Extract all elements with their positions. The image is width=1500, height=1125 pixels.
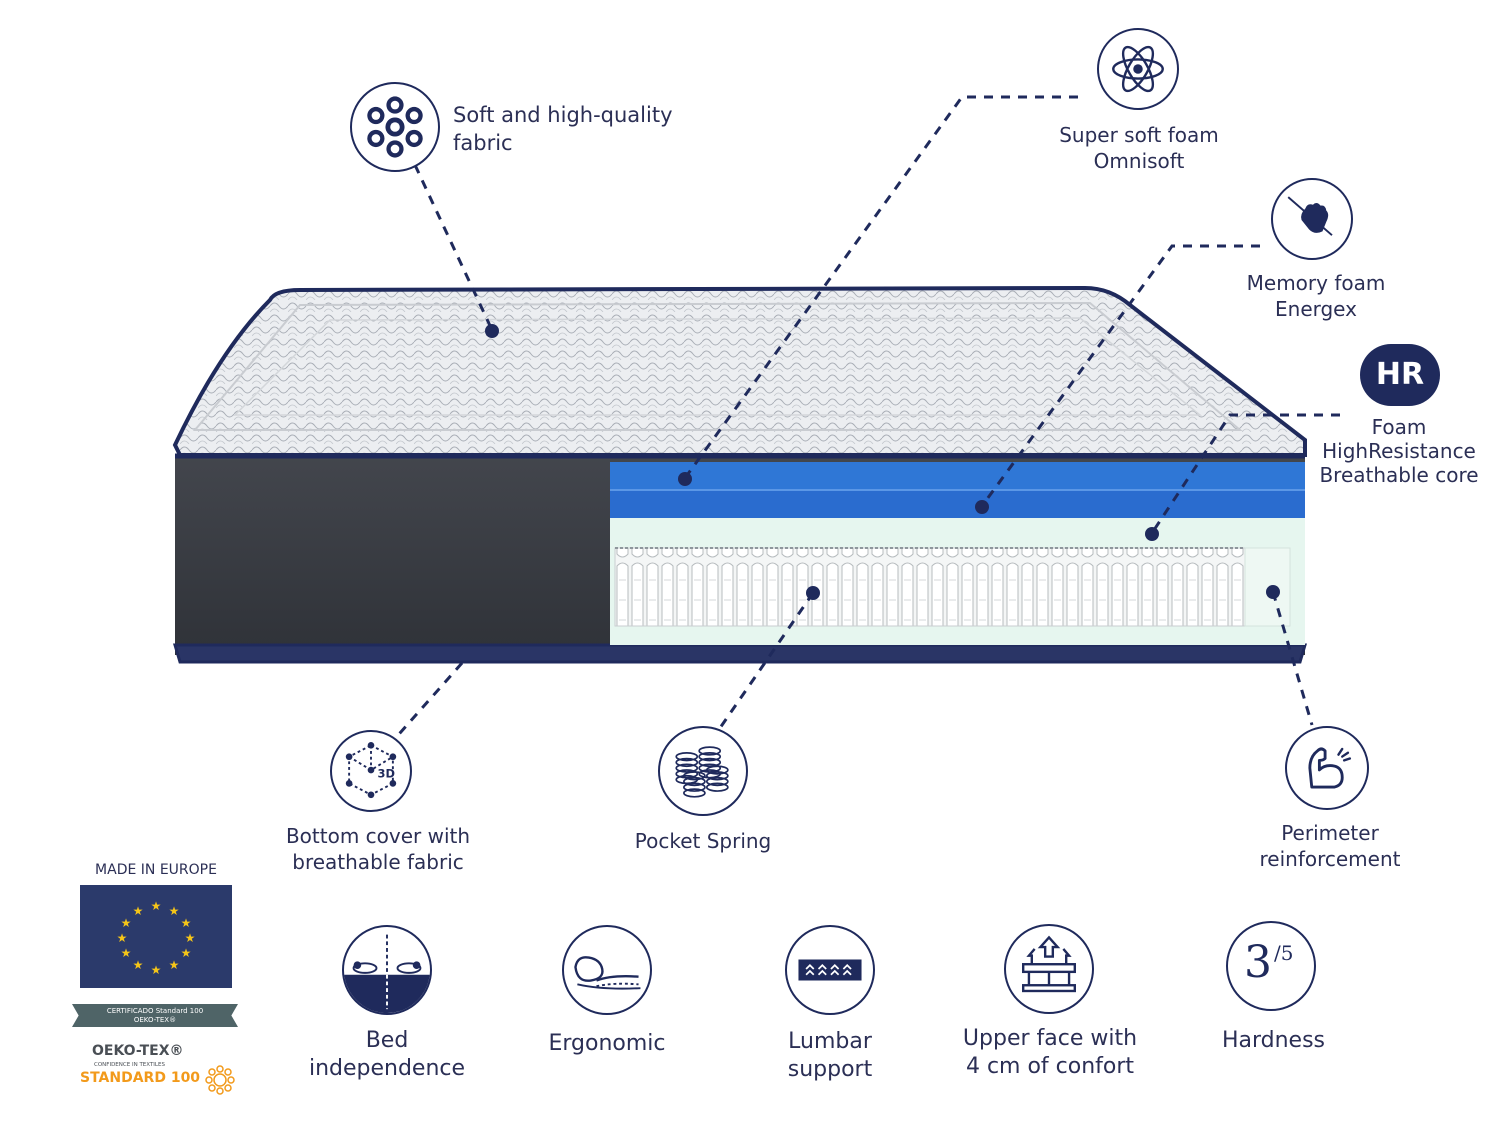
svg-text:★: ★ [151,899,162,913]
cube-3d-text: 3D [378,767,395,781]
springs-icon [658,726,748,816]
made-in-europe-label: MADE IN EUROPE [95,862,217,878]
ribbon-line-1: CERTIFICADO Standard 100 [106,1007,204,1015]
oeko-tex-title: OEKO-TEX® [92,1043,184,1059]
oeko-tex-sub: CONFIDENCE IN TEXTILES [94,1062,165,1068]
upper-face-icon [1004,924,1094,1014]
feature-label-fabric: Soft and high-quality fabric [453,103,673,155]
feature-label-omnisoft: Super soft foam Omnisoft [1059,123,1219,173]
svg-text:★: ★ [121,946,132,960]
flexed-arm-icon [1285,726,1369,810]
feature-label-bed-independence: Bed independence [308,1028,466,1081]
svg-text:★: ★ [133,904,144,918]
hand-press-icon [1271,178,1353,260]
hr-badge-icon: HR [1360,344,1440,406]
oeko-sun-icon [205,1065,235,1095]
svg-text:★: ★ [133,958,144,972]
feature-label-pocket-spring: Pocket Spring [634,829,772,853]
feature-label-perimeter: Perimeter reinforcement [1259,821,1401,871]
svg-text:★: ★ [181,946,192,960]
svg-text:★: ★ [169,958,180,972]
oeko-tex-standard: STANDARD 100 [80,1070,201,1086]
layer-energex [610,490,1305,518]
svg-text:★: ★ [169,904,180,918]
ribbon-line-2: OEKO-TEX® [133,1016,177,1024]
svg-text:★: ★ [121,916,132,930]
oeko-tex-logo: OEKO-TEX® CONFIDENCE IN TEXTILES STANDAR… [80,1043,245,1095]
fabric-dots-icon [350,82,440,172]
atom-icon [1097,28,1179,110]
layer-pocket-springs [614,547,1246,627]
svg-text:★: ★ [185,931,196,945]
svg-text:★: ★ [151,963,162,977]
eu-stars-icon: ★★★ ★★★ ★★★ ★★★ [117,899,196,977]
cube-3d-icon: 3D [330,730,412,812]
feature-label-upper-face: Upper face with 4 cm of confort [962,1026,1138,1079]
certification-ribbon: CERTIFICADO Standard 100 OEKO-TEX® [72,1004,238,1027]
feature-label-ergonomic: Ergonomic [548,1031,666,1056]
hardness-icon: 3 /5 [1226,921,1316,1011]
hardness-value: 3 [1244,937,1272,988]
ergonomic-pillow-icon [562,925,652,1015]
feature-label-lumbar: Lumbar support [787,1029,873,1082]
layer-omnisoft [610,462,1305,490]
eu-flag: ★★★ ★★★ ★★★ ★★★ [80,885,232,988]
feature-label-bottom-cover: Bottom cover with breathable fabric [285,824,471,874]
lumbar-icon [785,925,875,1015]
hr-badge-text: HR [1375,357,1425,392]
svg-text:★: ★ [181,916,192,930]
feature-label-hardness: Hardness [1221,1028,1326,1053]
hardness-max: /5 [1274,941,1294,965]
bed-independence-icon [342,925,432,1015]
feature-label-energex: Memory foam Energex [1246,271,1386,321]
svg-text:★: ★ [117,931,128,945]
feature-label-hr: Foam HighResistance Breathable core [1319,415,1479,487]
